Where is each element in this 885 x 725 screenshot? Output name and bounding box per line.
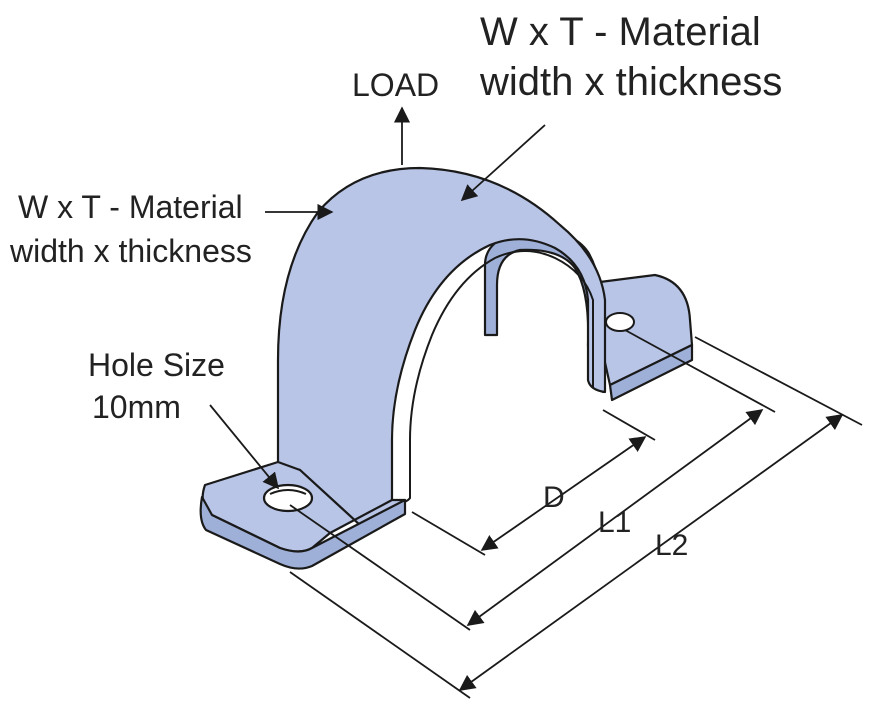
d-extension-a bbox=[411, 511, 486, 556]
hole-arrow bbox=[209, 404, 280, 490]
material-top-arrow bbox=[460, 124, 546, 202]
material-left-label-line2: width x thickness bbox=[9, 233, 252, 269]
hole-size-label-line1: Hole Size bbox=[88, 347, 225, 383]
labels: W x T - Material width x thickness LOAD … bbox=[9, 10, 782, 562]
d-extension-b bbox=[602, 409, 656, 441]
material-top-label-line1: W x T - Material bbox=[480, 10, 761, 54]
l2-dimension-line bbox=[458, 414, 844, 691]
clamp-strap-edge bbox=[391, 250, 594, 504]
dimension-lines bbox=[289, 329, 863, 699]
pointer-arrows bbox=[209, 106, 546, 490]
l2-extension-b bbox=[694, 336, 863, 426]
clamp-back-hole bbox=[605, 312, 635, 332]
clamp-front-foot-edge bbox=[199, 495, 407, 570]
clamp-strap bbox=[276, 166, 607, 527]
l1-extension-a bbox=[289, 504, 471, 631]
dim-l1-label: L1 bbox=[598, 506, 631, 539]
dim-l2-label: L2 bbox=[655, 529, 688, 562]
pipe-clamp bbox=[199, 166, 694, 570]
clamp-back-foot-edge bbox=[608, 343, 694, 402]
dim-d-label: D bbox=[543, 481, 565, 514]
l2-extension-a bbox=[289, 571, 471, 699]
clamp-front-hole bbox=[262, 483, 314, 513]
clamp-front-hole-depth bbox=[269, 489, 307, 495]
hole-size-label-line2: 10mm bbox=[92, 389, 181, 425]
l1-extension-b bbox=[624, 329, 776, 413]
load-label: LOAD bbox=[352, 67, 439, 103]
material-left-label-line1: W x T - Material bbox=[18, 189, 243, 225]
material-top-label-line2: width x thickness bbox=[479, 60, 782, 104]
